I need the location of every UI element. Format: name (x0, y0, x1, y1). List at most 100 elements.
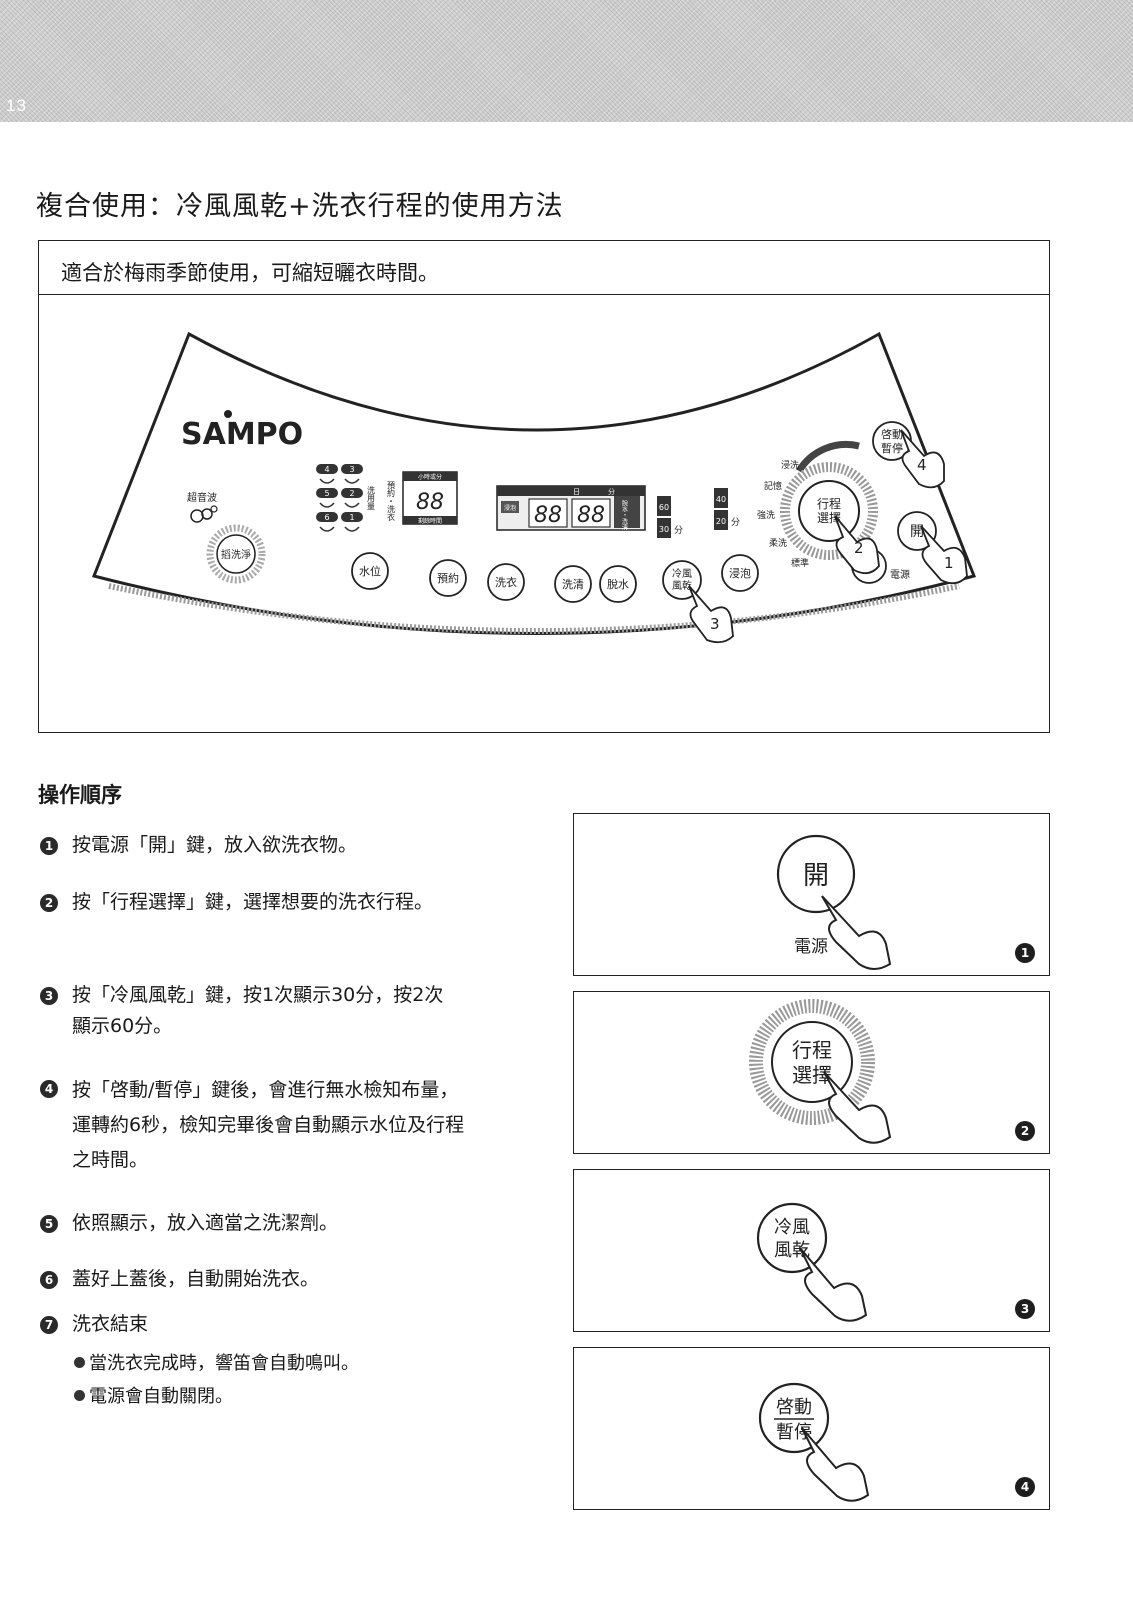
svg-text:浸泡: 浸泡 (729, 566, 751, 580)
svg-text:開: 開 (910, 524, 924, 540)
step-number: 6 (40, 1271, 58, 1289)
course-option: 強洗 (757, 509, 775, 521)
svg-text:30: 30 (659, 525, 669, 534)
panel-subtitle: 適合於梅雨季節使用，可縮短曬衣時間。 (39, 241, 1049, 295)
bullet-item: 當洗衣完成時，響笛會自動鳴叫。 (74, 1350, 359, 1378)
start-pause-button[interactable] (758, 1382, 830, 1454)
step-number: 1 (40, 837, 58, 855)
step-text: 蓋好上蓋後，自動開始洗衣。 (72, 1268, 320, 1290)
svg-text:分: 分 (608, 487, 615, 496)
svg-text:浸泡: 浸泡 (504, 504, 516, 512)
svg-text:預約: 預約 (437, 571, 459, 585)
figure-caption: 電源 (794, 937, 828, 957)
svg-text:5: 5 (324, 489, 329, 498)
control-panel-illustration: SAMPO 超音波 搯洗淨 4 3 5 2 6 1 洗用量 (91, 331, 977, 644)
step-text: 按「冷風風乾」鍵，按1次顯示30分，按2次顯示60分。 (72, 984, 444, 1037)
course-option: 記憶 (764, 480, 782, 492)
figure-step-3: 冷風 風乾 3 (573, 1169, 1050, 1332)
callout-number: 4 (917, 456, 927, 474)
reserve-button[interactable]: 預約 (429, 559, 467, 597)
panel-lower-band (108, 583, 960, 634)
figure-step-1: 開 電源 1 (573, 813, 1050, 976)
svg-text:脫水: 脫水 (607, 577, 629, 591)
rinse-button[interactable]: 洗清 (554, 565, 592, 603)
step-text: 按電源「開」鍵，放入欲洗衣物。 (72, 834, 358, 856)
svg-text:洗清: 洗清 (562, 578, 584, 591)
power-label: 電源 (890, 568, 910, 581)
instructions-title: 操作順序 (38, 783, 122, 807)
figure-number-badge: 3 (1015, 1299, 1035, 1319)
svg-text:60: 60 (659, 503, 669, 512)
figure-button-label: 冷風 (774, 1217, 810, 1238)
control-panel-figure: 適合於梅雨季節使用，可縮短曬衣時間。 SAMPO 超音波 搯洗淨 4 3 5 (38, 240, 1050, 733)
main-display: 日 分 浸泡 88 88 脫水・洗清 (496, 485, 646, 531)
page-title: 複合使用：冷風風乾+洗衣行程的使用方法 (36, 191, 564, 222)
svg-text:3: 3 (349, 465, 354, 474)
svg-text:剩餘時間: 剩餘時間 (418, 517, 442, 525)
step-number: 2 (40, 894, 58, 912)
power-on-button[interactable] (776, 834, 856, 914)
bullet-dot (74, 1357, 85, 1368)
svg-text:行程: 行程 (817, 496, 841, 511)
step-number: 3 (40, 987, 58, 1005)
figure-button-label: 行程 (792, 1038, 832, 1062)
step-text: 按「行程選擇」鍵，選擇想要的洗衣行程。 (72, 891, 434, 913)
svg-text:88: 88 (534, 503, 562, 528)
step-text: 按「啓動/暫停」鍵後，會進行無水檢知布量，運轉約6秒，檢知完畢後會自動顯示水位及… (72, 1079, 465, 1171)
svg-text:4: 4 (324, 465, 329, 474)
course-option: 標準 (791, 557, 809, 569)
super-clean-button[interactable] (216, 534, 256, 574)
svg-text:預約・洗衣: 預約・洗衣 (387, 481, 396, 522)
callout-number: 2 (854, 539, 864, 557)
detergent-label: 洗用量 (367, 485, 376, 510)
svg-text:88: 88 (416, 490, 444, 515)
step-number: 7 (40, 1316, 58, 1334)
step-text: 洗衣結束 (72, 1313, 149, 1335)
bullet-item: 電源會自動關閉。 (74, 1383, 233, 1411)
svg-text:洗衣: 洗衣 (495, 575, 517, 589)
hand-pointer-icon (823, 1071, 892, 1144)
course-dial[interactable]: 行程 選擇 (780, 440, 878, 560)
svg-text:88: 88 (577, 503, 605, 528)
brand-logo: SAMPO (181, 417, 303, 452)
figure-step-4: 啓動 暫停 4 (573, 1347, 1050, 1510)
callout-number: 3 (710, 615, 720, 633)
bullet-text: 電源會自動關閉。 (89, 1386, 233, 1407)
svg-text:脫水・洗清: 脫水・洗清 (621, 499, 628, 531)
figure-button-label: 啓動 (776, 1397, 812, 1418)
figure-step-2: 行程 選擇 2 (573, 991, 1050, 1154)
svg-text:暫停: 暫停 (881, 441, 903, 455)
soak-button[interactable]: 浸泡 (721, 554, 759, 592)
svg-text:啓動: 啓動 (881, 427, 903, 441)
cold-dry-button[interactable] (756, 1202, 828, 1274)
course-option: 柔洗 (769, 537, 787, 549)
figure-number-badge: 2 (1015, 1121, 1035, 1141)
callout-number: 1 (944, 554, 954, 572)
step-text: 依照顯示，放入適當之洗潔劑。 (72, 1212, 339, 1234)
figure-number-badge: 4 (1015, 1477, 1035, 1497)
figure-button-label: 風乾 (774, 1240, 810, 1261)
spin-button[interactable]: 脫水 (599, 565, 637, 603)
bullet-text: 當洗衣完成時，響笛會自動鳴叫。 (89, 1353, 359, 1374)
svg-text:1: 1 (349, 513, 354, 522)
page-number: 13 (6, 96, 27, 115)
wash-button[interactable]: 洗衣 (487, 563, 525, 601)
svg-text:水位: 水位 (359, 564, 381, 578)
svg-text:選擇: 選擇 (817, 510, 841, 525)
step-number: 4 (40, 1080, 58, 1098)
svg-text:6: 6 (324, 513, 329, 522)
svg-text:冷風: 冷風 (672, 567, 692, 580)
water-level-button[interactable]: 水位 (351, 552, 389, 590)
svg-text:20: 20 (716, 517, 726, 526)
course-dial-ring (749, 999, 875, 1125)
hand-pointer-icon (801, 1427, 870, 1502)
figure-button-label: 開 (803, 861, 829, 891)
svg-text:風乾: 風乾 (672, 579, 692, 592)
figure-number-badge: 1 (1015, 943, 1035, 963)
super-clean-ring (206, 524, 266, 584)
ultrasonic-label: 超音波 (187, 491, 217, 504)
svg-text:分: 分 (731, 517, 740, 528)
hand-pointer-icon (799, 1247, 868, 1322)
svg-text:小時或分: 小時或分 (418, 473, 442, 481)
reservation-timer-display: 小時或分 88 剩餘時間 預約・洗衣 (387, 471, 458, 525)
